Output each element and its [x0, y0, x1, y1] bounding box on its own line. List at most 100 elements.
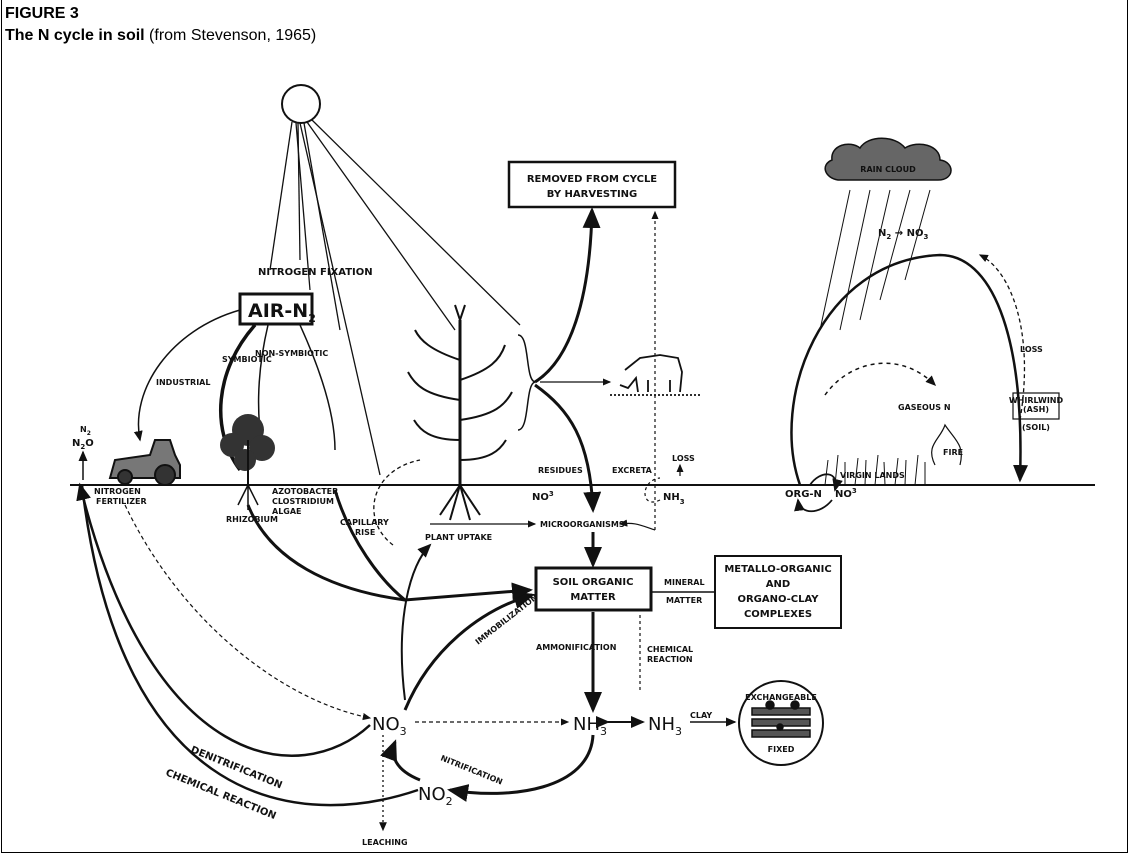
crop-brace — [517, 334, 536, 431]
denitrification-arrow — [76, 482, 371, 757]
nitrogen-fixation-label: NITROGEN FIXATION — [258, 267, 373, 278]
removed-from-cycle-box — [507, 160, 677, 209]
nh3-big-label: NH3 — [573, 714, 607, 738]
rain-cloud-icon — [824, 137, 952, 181]
metallo-label-4: COMPLEXES — [744, 609, 812, 620]
n2-label: N2 — [80, 425, 91, 437]
soil-om-label-2: MATTER — [570, 592, 616, 603]
non-symbiotic-label: NON-SYMBIOTIC — [255, 349, 328, 358]
clay-label: CLAY — [690, 711, 712, 720]
metallo-label-2: AND — [766, 579, 790, 590]
fertilizer-to-no3-arrow — [124, 504, 372, 721]
caption-source: (from Stevenson, 1965) — [144, 27, 317, 44]
whirlwind-box — [1012, 392, 1060, 420]
rhizobium-label: RHIZOBIUM — [226, 515, 278, 524]
excreta-label: EXCRETA — [612, 466, 653, 475]
soil-organic-matter-box — [534, 566, 653, 612]
whirlwind-label-3: (SOIL) — [1022, 423, 1050, 432]
rain-equation: N2 → NO3 — [878, 228, 928, 241]
nh3-clay-label: NH3 — [648, 714, 682, 738]
org-n-label: ORG-N — [785, 489, 822, 500]
symbiotic-label: SYMBIOTIC — [222, 355, 272, 364]
sun-rays — [269, 119, 521, 476]
chemical-reaction-label-2: REACTION — [647, 655, 693, 664]
corn-plant-icon — [407, 304, 513, 521]
harvest-arrow — [534, 207, 601, 384]
figure-label: FIGURE 3 — [5, 5, 79, 22]
azotobacter-label: AZOTOBACTER — [272, 487, 338, 496]
fixed-n-to-som-arrow — [333, 489, 533, 602]
rain-cloud-label: RAIN CLOUD — [860, 165, 916, 174]
ammonification-label: AMMONIFICATION — [536, 643, 616, 652]
azotobacter-arrow — [299, 324, 336, 451]
loss-right-label: LOSS — [1020, 345, 1043, 354]
clay-particle-icon — [738, 680, 824, 766]
nitrogen-fertilizer-label-2: FERTILIZER — [96, 497, 147, 506]
immobilization-label: IMMOBILIZATION — [474, 593, 540, 647]
clay-layers-icon — [751, 700, 811, 738]
no2-big-label: NO2 — [418, 784, 453, 808]
whirlwind-label-2: (ASH) — [1023, 405, 1049, 414]
loss-label: LOSS — [672, 454, 695, 463]
no3-right-label: NO3 — [835, 487, 857, 500]
cow-icon — [610, 354, 700, 396]
microorganisms-label: MICROORGANISMS — [540, 520, 625, 529]
leaching-label: LEACHING — [362, 838, 408, 847]
no3-big-label: NO3 — [372, 714, 407, 738]
algae-label: ALGAE — [272, 507, 302, 516]
org-to-no3-arrow — [809, 473, 843, 492]
metallo-label-3: ORGANO-CLAY — [737, 594, 819, 605]
residues-arrow — [534, 383, 602, 513]
capillary-rise-arrow — [373, 459, 421, 546]
rain-loop-arrow — [790, 253, 1028, 486]
chemical-reaction-label-1: CHEMICAL — [647, 645, 693, 654]
rhizobium-to-soil-arrow — [246, 504, 406, 602]
grass-icon — [824, 454, 926, 486]
no2-to-no3-arrow — [380, 739, 421, 782]
mineral-label-1: MINERAL — [664, 578, 705, 587]
caption-title: The N cycle in soil — [5, 27, 145, 44]
tractor-icon — [108, 439, 181, 486]
industrial-label: INDUSTRIAL — [156, 378, 210, 387]
nh3-volatilization-arrow — [644, 477, 661, 503]
air-n2-box — [238, 292, 314, 326]
nitrification-label: NITRIFICATION — [439, 754, 504, 787]
immobilization-arrow — [403, 591, 535, 711]
air-n2-label: AIR-N2 — [248, 300, 316, 325]
fixed-label: FIXED — [768, 745, 795, 754]
figure-caption: The N cycle in soil (from Stevenson, 196… — [5, 27, 316, 45]
loss-up-arrow — [978, 254, 1026, 421]
rain-lines — [819, 189, 931, 331]
industrial-arrow — [133, 309, 241, 442]
removed-label-1: REMOVED FROM CYCLE — [527, 174, 657, 185]
fire-label: FIRE — [943, 448, 963, 457]
excreta-to-micro-arrow — [618, 519, 656, 531]
no3-to-org-arrow — [794, 498, 833, 513]
nitrogen-fertilizer-label-1: NITROGEN — [94, 487, 141, 496]
plant-uptake-label: PLANT UPTAKE — [425, 533, 492, 542]
fire-icon — [931, 423, 962, 466]
legume-plant-icon — [220, 414, 275, 510]
chemical-reaction-long-arrow — [80, 484, 419, 807]
virgin-lands-label: VIRGIN LANDS — [840, 471, 905, 480]
sun-icon — [281, 84, 321, 124]
nh3-to-no2-arrow — [447, 734, 595, 802]
nh3-small-label: NH3 — [663, 492, 685, 506]
exchangeable-label: EXCHANGEABLE — [745, 693, 817, 702]
soil-om-label-1: SOIL ORGANIC — [553, 577, 634, 588]
metallo-label-1: METALLO-ORGANIC — [724, 564, 831, 575]
residues-label: RESIDUES — [538, 466, 583, 475]
whirlwind-label-1: WHIRLWIND — [1009, 396, 1064, 405]
no3-small-label: NO3 — [532, 490, 554, 503]
n2o-label: N2O — [72, 438, 94, 451]
gaseous-loop-arrow — [824, 362, 937, 396]
mineral-label-2: MATTER — [666, 596, 702, 605]
gaseous-n-label: GASEOUS N — [898, 403, 951, 412]
capillary-label-1: CAPILLARY — [340, 518, 389, 527]
clostridium-label: CLOSTRIDIUM — [272, 497, 334, 506]
no3-to-plant-arrow — [400, 543, 432, 701]
metallo-organic-box — [714, 555, 842, 629]
removed-label-2: BY HARVESTING — [547, 189, 638, 200]
